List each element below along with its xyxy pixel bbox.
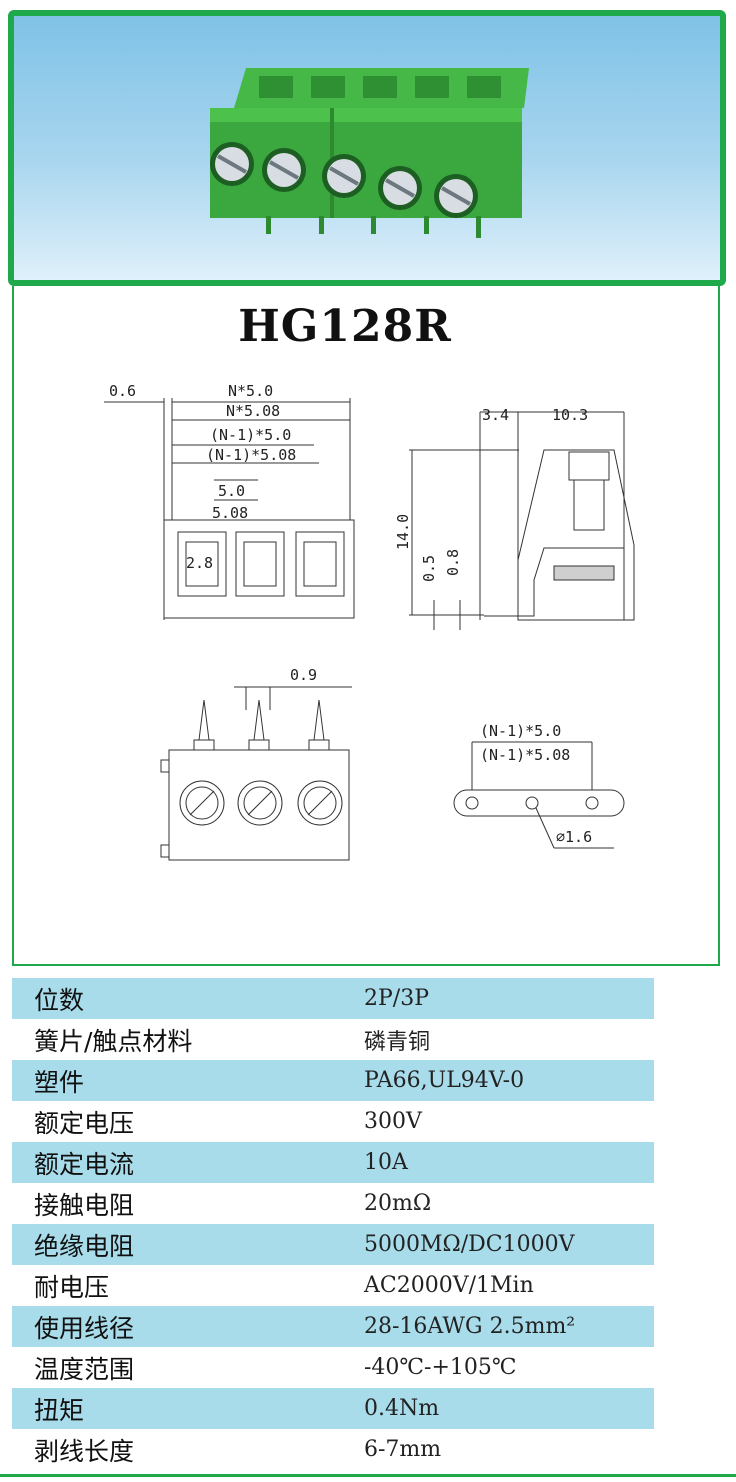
spec-row: 剥线长度 6-7mm — [12, 1429, 654, 1470]
spec-row: 扭矩 0.4Nm — [12, 1388, 654, 1429]
spec-label: 额定电压 — [34, 1108, 135, 1138]
dim-5-0: 5.0 — [218, 482, 245, 500]
spec-row: 温度范围 -40℃-+105℃ — [12, 1347, 654, 1388]
spec-row: 塑件 PA66,UL94V-0 — [12, 1060, 654, 1101]
spec-row: 额定电流 10A — [12, 1142, 654, 1183]
spec-label: 位数 — [34, 985, 85, 1015]
spec-value: 20mΩ — [364, 1191, 432, 1216]
dim-10-3: 10.3 — [552, 406, 588, 424]
spec-row: 簧片/触点材料 磷青铜 — [12, 1019, 654, 1060]
dim-pcb-n1-5-0: (N-1)*5.0 — [480, 722, 561, 740]
spec-value: 磷青铜 — [364, 1029, 431, 1055]
spec-value: PA66,UL94V-0 — [364, 1068, 525, 1093]
spec-label: 塑件 — [34, 1067, 85, 1097]
dim-14-0: 14.0 — [394, 514, 412, 550]
spec-value: 10A — [364, 1150, 408, 1175]
bottom-divider — [0, 1474, 736, 1477]
dim-0-6: 0.6 — [109, 382, 136, 400]
spec-label: 额定电流 — [34, 1149, 135, 1179]
spec-value: 6-7mm — [364, 1437, 442, 1462]
spec-row: 额定电压 300V — [12, 1101, 654, 1142]
spec-value: 5000MΩ/DC1000V — [364, 1232, 575, 1257]
spec-label: 扭矩 — [34, 1395, 85, 1425]
spec-label: 剥线长度 — [34, 1436, 135, 1466]
spec-value: 2P/3P — [364, 986, 430, 1011]
dim-n1-5-08: (N-1)*5.08 — [206, 446, 296, 464]
spec-row: 位数 2P/3P — [12, 978, 654, 1019]
spec-table: 位数 2P/3P 簧片/触点材料 磷青铜 塑件 PA66,UL94V-0 额定电压 30… — [12, 978, 654, 1470]
spec-label: 温度范围 — [34, 1354, 135, 1384]
dim-2-8: 2.8 — [186, 554, 213, 572]
spec-label: 使用线径 — [34, 1313, 135, 1343]
dim-n-5-08: N*5.08 — [226, 402, 280, 420]
dim-0-8: 0.8 — [444, 549, 462, 576]
spec-value: AC2000V/1Min — [364, 1273, 534, 1298]
spec-row: 绝缘电阻 5000MΩ/DC1000V — [12, 1224, 654, 1265]
product-photo-frame — [8, 10, 726, 286]
dim-0-9: 0.9 — [290, 666, 317, 684]
spec-label: 簧片/触点材料 — [34, 1026, 193, 1056]
spec-value: 300V — [364, 1109, 422, 1134]
spec-value: -40℃-+105℃ — [364, 1355, 517, 1380]
spec-label: 绝缘电阻 — [34, 1231, 135, 1261]
technical-drawing: 0.6 N*5.0 N*5.08 (N-1)*5.0 (N-1)*5.08 5.… — [104, 382, 635, 861]
terminal-block-image — [210, 68, 529, 238]
dim-3-4: 3.4 — [482, 406, 509, 424]
dim-pcb-n1-5-08: (N-1)*5.08 — [480, 746, 570, 764]
dim-5-08: 5.08 — [212, 504, 248, 522]
spec-row: 使用线径 28-16AWG 2.5mm² — [12, 1306, 654, 1347]
dim-hole-1-6: ∅1.6 — [556, 828, 592, 846]
spec-value: 28-16AWG 2.5mm² — [364, 1314, 576, 1339]
dim-0-5: 0.5 — [420, 555, 438, 582]
spec-value: 0.4Nm — [364, 1396, 440, 1421]
spec-row: 接触电阻 20mΩ — [12, 1183, 654, 1224]
drawing-frame — [12, 286, 720, 966]
spec-row: 耐电压 AC2000V/1Min — [12, 1265, 654, 1306]
dim-n-5-0: N*5.0 — [228, 382, 273, 400]
spec-label: 耐电压 — [34, 1272, 110, 1302]
dim-n1-5-0: (N-1)*5.0 — [210, 426, 291, 444]
model-title: HG128R — [238, 301, 452, 352]
spec-label: 接触电阻 — [34, 1190, 135, 1220]
